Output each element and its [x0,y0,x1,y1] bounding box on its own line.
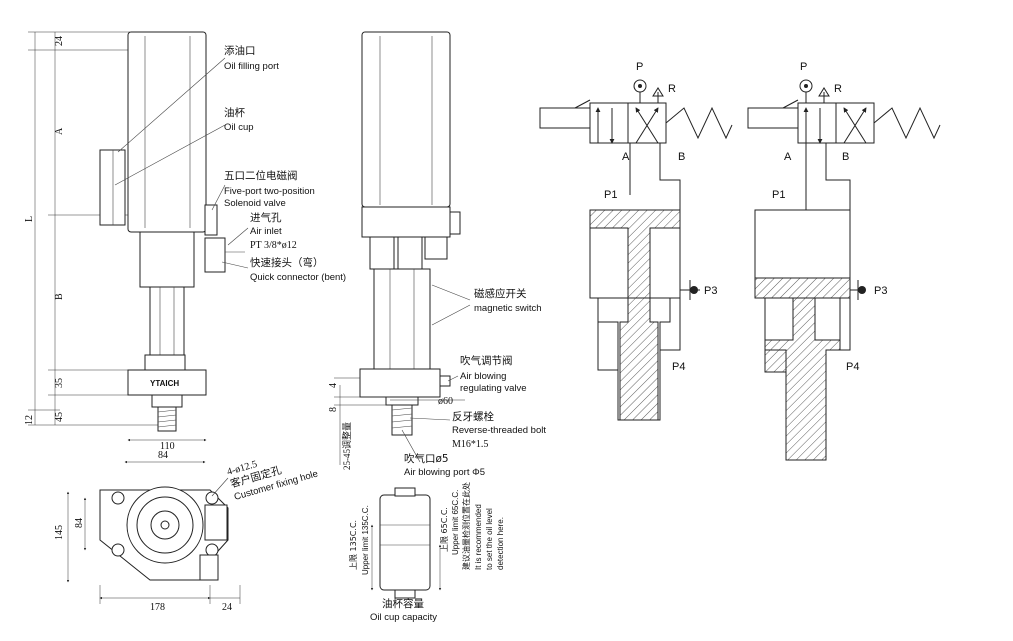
port-p3-2: P3 [874,285,887,297]
oil-cup-detail [370,487,442,599]
port-r-2: R [834,83,842,95]
air-inlet-cn: 进气孔 [250,211,282,224]
oil-cup-en: Oil cup [224,122,254,133]
port-b-2: B [842,151,849,163]
port-r-1: R [668,83,676,95]
schematic-retracted [747,79,941,461]
port-p3-1: P3 [704,285,717,297]
air-inlet-en: Air inlet [250,226,282,237]
port-p-2: P [800,61,807,73]
note-en2: to set the oil level [485,508,494,570]
dim-top: 24 [54,36,65,46]
dim-h84: 84 [74,518,85,528]
oil-filling-cn: 添油口 [224,44,256,57]
dim-w178: 178 [150,602,165,613]
port-p-1: P [636,61,643,73]
valve-en1: Five-port two-position [224,186,315,197]
valve-cn: 五口二位电磁阀 [224,169,298,182]
port-b-1: B [678,151,685,163]
dim-8: 8 [328,407,339,412]
switch-en: magnetic switch [474,303,542,314]
air-inlet-spec: PT 3/8*ø12 [250,240,297,251]
dim-h145: 145 [54,525,65,540]
dim-dia60: ø60 [438,396,453,407]
port-p1-2: P1 [772,189,785,201]
note-en3: detection here. [496,517,505,570]
port-p4-1: P4 [672,361,685,373]
blow-cn: 吹气调节阀 [460,354,513,367]
caption-cn: 油杯容量 [382,597,424,610]
valve-en2: Solenoid valve [224,198,286,209]
connector-en: Quick connector (bent) [250,272,346,283]
dim-w24: 24 [222,602,232,613]
top-view [66,460,241,604]
blow-en1: Air blowing [460,371,506,382]
port-a-1: A [622,151,630,163]
side-view [334,31,471,465]
dim-12: 12 [24,415,35,425]
port-p4-2: P4 [846,361,859,373]
brand-label: YTAICH [150,379,179,388]
port-p1-1: P1 [604,189,617,201]
oil-filling-en: Oil filling port [224,61,279,72]
dim-45: 45 [54,412,65,422]
dim-4: 4 [328,383,339,388]
note-cn: 建议油量检测位置在此处 [461,482,471,570]
upper-limit-cn: 上限 65C.C. [440,507,449,552]
caption-en: Oil cup capacity [370,612,437,623]
dim-adjust: 25-45调整量 [341,422,352,470]
dim-w84: 84 [158,450,168,461]
oil-cup-cn: 油杯 [224,106,245,119]
bolt-spec: M16*1.5 [452,439,488,450]
dim-35: 35 [54,378,65,388]
dim-width: 110 [160,441,175,452]
blow-en2: regulating valve [460,383,527,394]
upper-limit-en: Upper limit 65C.C. [451,490,460,555]
port-a-2: A [784,151,792,163]
front-view: 24 A L B 35 45 12 YTAICH 110 [24,31,249,452]
note-en1: It is recommended [474,504,483,570]
bolt-cn: 反牙螺栓 [452,410,494,423]
dim-b: B [54,293,65,300]
switch-cn: 磁感应开关 [474,287,527,300]
port-cn: 吹气口ø5 [404,452,449,465]
port-en: Air blowing port Φ5 [404,467,485,478]
connector-cn: 快速接头（弯） [250,256,324,269]
schematic-extended [539,79,733,421]
dim-a: A [54,127,65,135]
dim-l: L [24,216,35,222]
lower-limit-en: Upper limit 135C.C. [361,505,370,575]
bolt-en: Reverse-threaded bolt [452,425,546,436]
lower-limit-cn: 上限 135C.C. [349,520,358,570]
